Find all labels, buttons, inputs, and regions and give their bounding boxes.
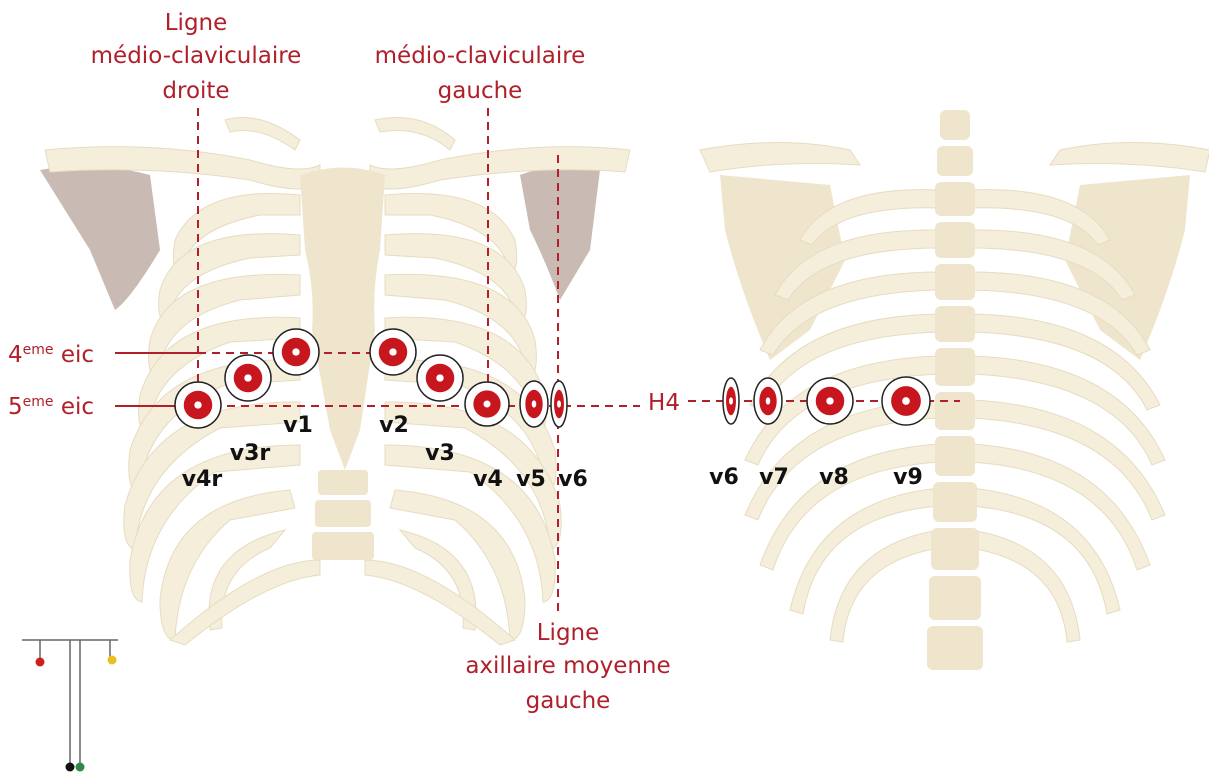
right-midclavicular-label: Ligne médio-claviculaire droite [91,10,302,104]
label-v8: v8 [819,465,849,490]
svg-text:Ligne: Ligne [537,620,600,646]
svg-text:médio-claviculaire: médio-claviculaire [91,43,302,69]
label-v4: v4 [473,467,503,492]
label-v9: v9 [893,465,923,490]
label-v3r: v3r [230,441,271,466]
electrode-v3 [417,355,463,401]
electrode-v6-front [551,381,567,427]
electrode-v5 [520,381,548,427]
electrode-v3r [225,355,271,401]
svg-text:axillaire moyenne: axillaire moyenne [465,653,670,679]
electrode-v8 [807,378,853,424]
electrode-v2 [370,329,416,375]
svg-text:droite: droite [162,78,229,104]
left-midclavicular-label: médio-claviculaire gauche [375,43,586,104]
svg-text:médio-claviculaire: médio-claviculaire [375,43,586,69]
svg-text:gauche: gauche [526,688,611,714]
front-rib-cage [40,118,630,646]
svg-text:gauche: gauche [438,78,523,104]
electrode-v6-back [723,378,739,424]
label-v4r: v4r [182,467,223,492]
eic5-label: 5eme eic [8,394,94,420]
svg-text:Ligne: Ligne [165,10,228,36]
electrode-v7 [754,378,782,424]
label-v3: v3 [425,441,455,466]
electrode-v4r [175,382,221,428]
h4-label: H4 [648,390,680,416]
lead-wires-icon [22,640,118,772]
electrode-v4 [465,382,509,426]
label-v6-back: v6 [709,465,739,490]
label-v5: v5 [516,467,546,492]
eic4-label: 4eme eic [8,342,94,368]
electrode-v9 [882,377,930,425]
label-v6-front: v6 [558,467,588,492]
electrode-v1 [273,329,319,375]
label-v1: v1 [283,413,313,438]
label-v7: v7 [759,465,789,490]
label-v2: v2 [379,413,409,438]
